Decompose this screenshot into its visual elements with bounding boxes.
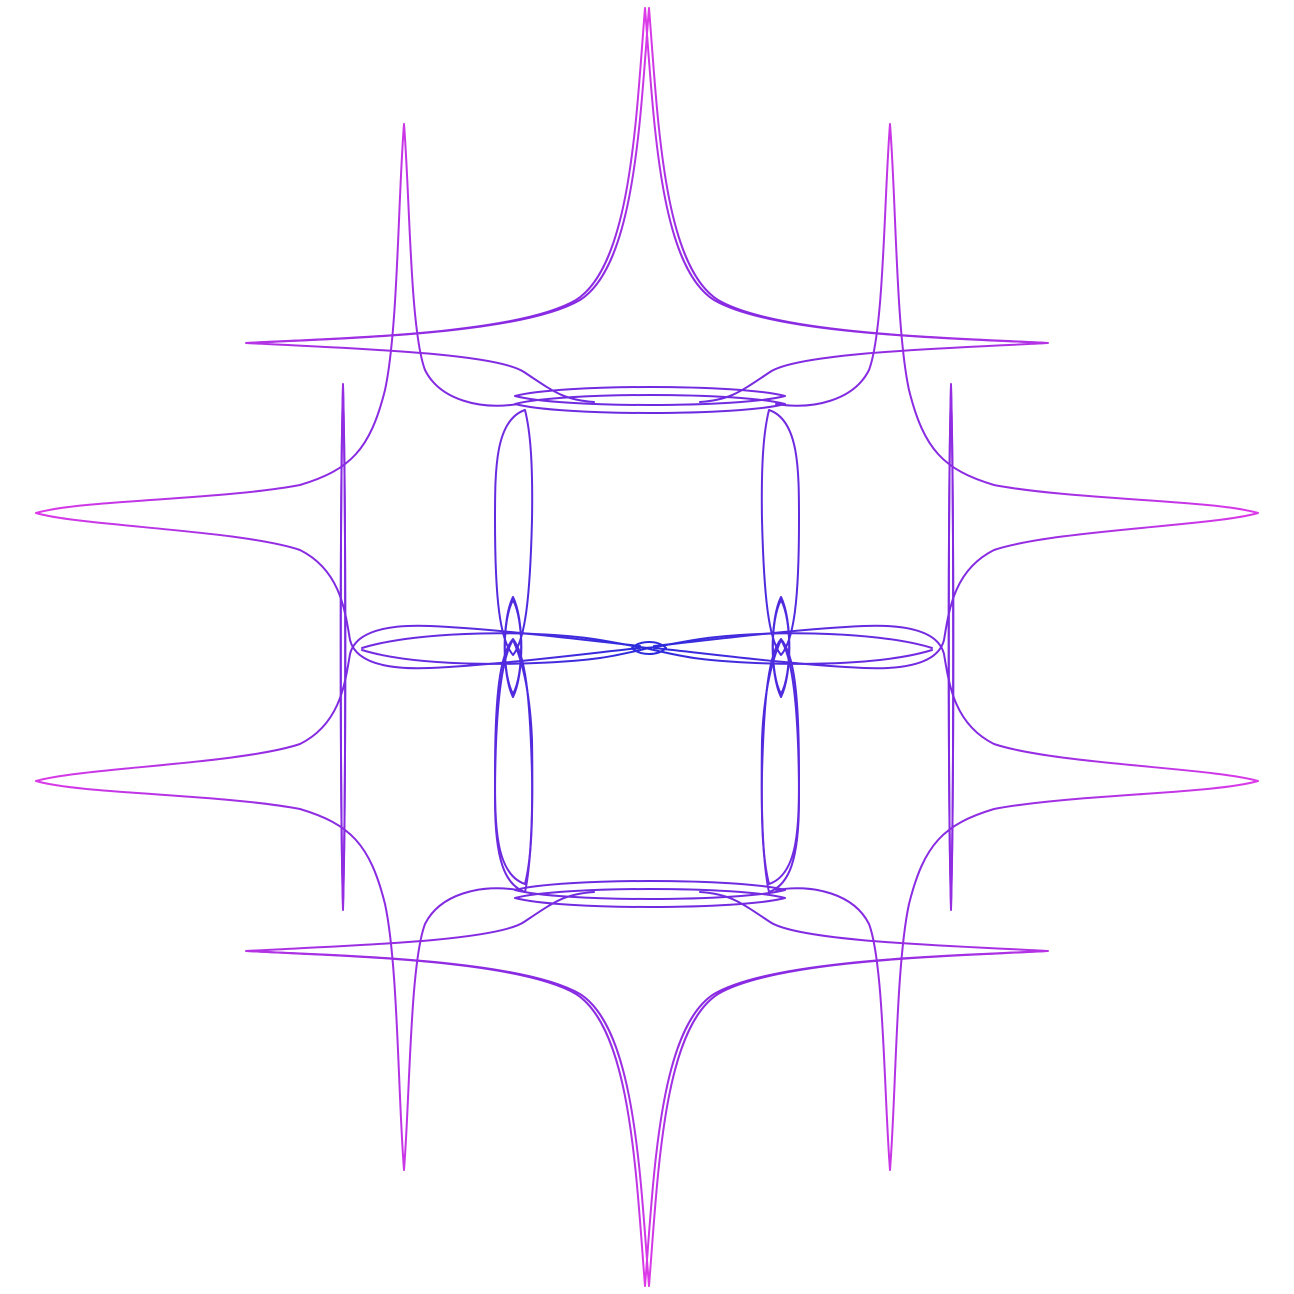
spike-curve-2 <box>245 891 1047 1287</box>
inner-side-tl <box>494 409 534 656</box>
center-lens <box>631 641 667 655</box>
inner-side-bl <box>494 638 534 885</box>
inner-side-tr <box>760 409 800 656</box>
side-bar-br <box>947 383 955 907</box>
small-loop-bl <box>503 596 523 695</box>
cross-band-r <box>644 632 933 665</box>
inner-loop-bottom <box>514 880 786 900</box>
corner-spike-bl <box>35 624 641 1171</box>
corner-spike-tl <box>35 123 641 670</box>
corner-spike-tr <box>653 123 1259 670</box>
inner-loop-top-2 <box>514 386 786 406</box>
inner-side-low-r <box>760 639 800 893</box>
inner-loop-top <box>514 394 786 414</box>
spike-curve-m2 <box>247 891 1049 1287</box>
spike-curve-m0 <box>245 7 1047 403</box>
spike-curve-0 <box>247 7 1049 403</box>
inner-side-low-l <box>494 639 534 893</box>
corner-spike-br <box>653 624 1259 1171</box>
small-loop-br <box>771 596 791 695</box>
curve-group <box>35 7 1259 1287</box>
inner-loop-bottom-2 <box>514 888 786 908</box>
side-bar-bl <box>339 383 347 907</box>
inner-side-br <box>760 638 800 885</box>
